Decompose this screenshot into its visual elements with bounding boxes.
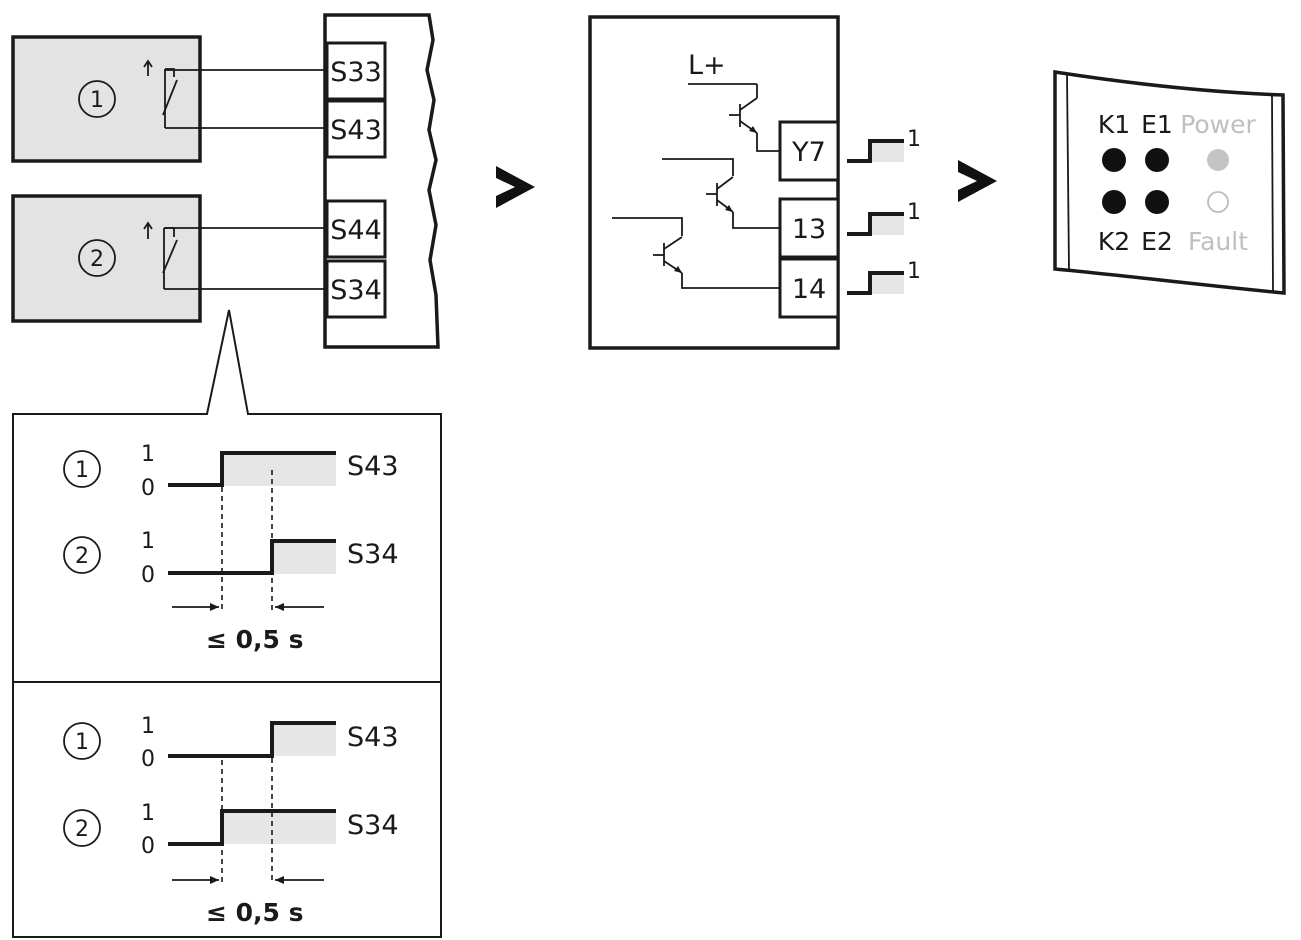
led-k1-icon — [1102, 148, 1126, 172]
output-state-indicators: 1 1 1 — [847, 127, 921, 295]
contact-1-icon — [143, 59, 178, 128]
timing-b-row1-terminal: S43 — [347, 722, 399, 753]
timing-a-row2-low: 0 — [141, 563, 155, 588]
terminal-s34-label: S34 — [330, 275, 382, 306]
flow-chevron-icon — [496, 166, 535, 208]
timing-a-limit: ≤ 0,5 s — [206, 625, 304, 654]
timing-a-row2-high: 1 — [141, 529, 155, 554]
timing-b-row2-terminal: S34 — [347, 810, 399, 841]
sensor-1-device: 1 — [11, 35, 202, 163]
terminal-s44-label: S44 — [330, 215, 382, 246]
timing-b-row2-high: 1 — [141, 801, 155, 826]
timing-b-row1-high: 1 — [141, 714, 155, 739]
timing-a-row1-low: 0 — [141, 476, 155, 501]
input-terminal-block: S33 S43 S44 S34 — [323, 13, 440, 349]
output-stage-device: L+ — [588, 15, 840, 350]
timing-b-row2-low: 0 — [141, 834, 155, 859]
led-k1-label: K1 — [1098, 110, 1130, 139]
timing-b-limit: ≤ 0,5 s — [206, 898, 304, 927]
t13-state: 1 — [907, 200, 921, 225]
led-e1-label: E1 — [1141, 110, 1173, 139]
t14-state: 1 — [907, 259, 921, 284]
timing-b-row1-low: 0 — [141, 747, 155, 772]
led-e2-label: E2 — [1141, 227, 1173, 256]
led-power-icon — [1207, 149, 1229, 171]
flow-chevron-icon — [958, 160, 997, 202]
timing-panel-a: 1 1 0 S43 2 1 0 S34 ≤ 0,5 s — [63, 442, 399, 654]
led-fault-label: Fault — [1188, 227, 1248, 256]
timing-a-row2-terminal: S34 — [347, 539, 399, 570]
timing-b-row1-number: 1 — [75, 730, 89, 755]
led-panel: K1 E1 Power K2 E2 Fault — [1053, 69, 1286, 295]
sensor-1-number: 1 — [90, 88, 104, 113]
terminal-y7-label: Y7 — [791, 137, 826, 168]
sensor-2-number: 2 — [90, 247, 104, 272]
transistor-3-icon — [612, 217, 780, 289]
y7-state: 1 — [907, 127, 921, 152]
led-k2-icon — [1102, 190, 1126, 214]
supply-label: L+ — [688, 50, 726, 81]
led-k2-label: K2 — [1098, 227, 1130, 256]
terminal-s33-label: S33 — [330, 57, 382, 88]
terminal-s43-label: S43 — [330, 115, 382, 146]
timing-a-row1-high: 1 — [141, 442, 155, 467]
led-e1-icon — [1145, 148, 1169, 172]
timing-a-row2-number: 2 — [75, 544, 89, 569]
transistor-1-icon — [729, 84, 780, 152]
led-e2-icon — [1145, 190, 1169, 214]
timing-panel-b: 1 1 0 S43 2 1 0 S34 ≤ 0,5 s — [63, 714, 399, 927]
terminal-13-label: 13 — [792, 214, 826, 245]
timing-b-row2-number: 2 — [75, 817, 89, 842]
sensor-wires — [164, 69, 327, 290]
sensor-2-device: 2 — [11, 194, 202, 323]
terminal-14-label: 14 — [792, 274, 826, 305]
transistor-2-icon — [662, 158, 780, 229]
led-fault-icon — [1207, 191, 1229, 213]
led-power-label: Power — [1180, 110, 1256, 139]
timing-a-row1-number: 1 — [75, 458, 89, 483]
timing-a-row1-terminal: S43 — [347, 451, 399, 482]
